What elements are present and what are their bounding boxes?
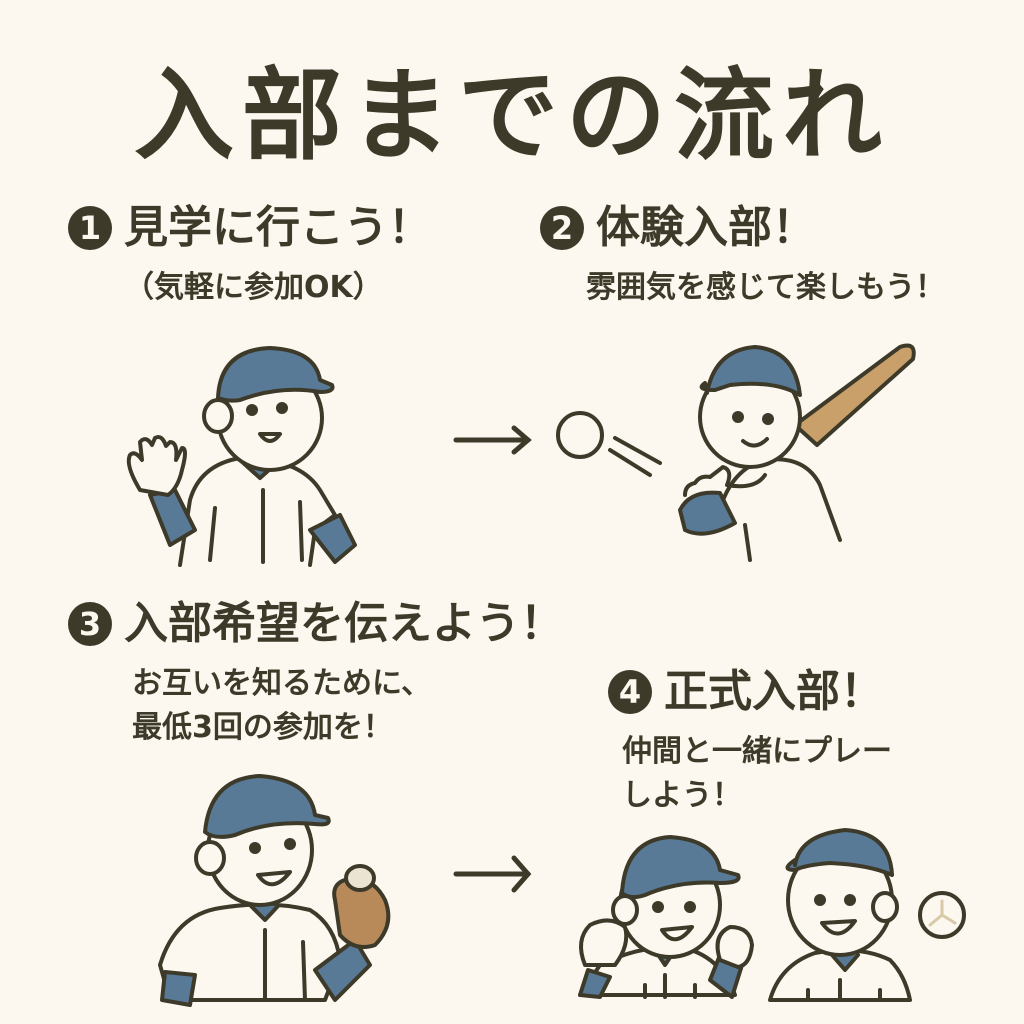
step-3-note-line-1: お互いを知るために、: [132, 666, 432, 701]
step-2-title: 体験入部！: [596, 202, 816, 253]
step-1-title: 見学に行こう！: [124, 202, 432, 253]
page-title: 入部までの流れ: [134, 57, 890, 174]
step-number-badge: 3: [68, 602, 112, 646]
arrow-right-icon: [453, 425, 532, 455]
step-2-heading: 2 体験入部！: [540, 200, 945, 256]
player-with-glove-illustration: [158, 774, 391, 1007]
step-2: 2 体験入部！ 雰囲気を感じて楽しもう！: [540, 200, 945, 310]
step-4-title: 正式入部！: [664, 666, 884, 717]
step-4-heading: 4 正式入部！: [608, 664, 892, 720]
step-3-heading: 3 入部希望を伝えよう！: [68, 596, 564, 652]
waving-player-illustration: [126, 346, 357, 567]
step-number-badge: 4: [608, 670, 652, 714]
two-players-illustration: [578, 828, 966, 1002]
step-3-note-line-2: 最低3回の参加を！: [132, 710, 393, 745]
step-4-note-line-1: 仲間と一緒にプレー: [622, 734, 892, 769]
step-2-note: 雰囲気を感じて楽しもう！: [586, 270, 946, 305]
step-1: 1 見学に行こう！ （気軽に参加OK）: [68, 200, 432, 310]
step-number-badge: 1: [68, 206, 112, 250]
step-3: 3 入部希望を伝えよう！ お互いを知るために、 最低3回の参加を！: [68, 596, 564, 750]
step-1-heading: 1 見学に行こう！: [68, 200, 432, 256]
arrow-right-icon: [453, 855, 532, 893]
step-4-note-line-2: しよう！: [622, 778, 742, 813]
baseball-icon: [556, 411, 604, 459]
step-4: 4 正式入部！ 仲間と一緒にプレー しよう！: [608, 664, 892, 818]
step-number-badge: 2: [540, 206, 584, 250]
batting-player-illustration: [556, 343, 916, 562]
step-3-title: 入部希望を伝えよう！: [124, 598, 564, 649]
step-1-note: （気軽に参加OK）: [124, 270, 383, 305]
